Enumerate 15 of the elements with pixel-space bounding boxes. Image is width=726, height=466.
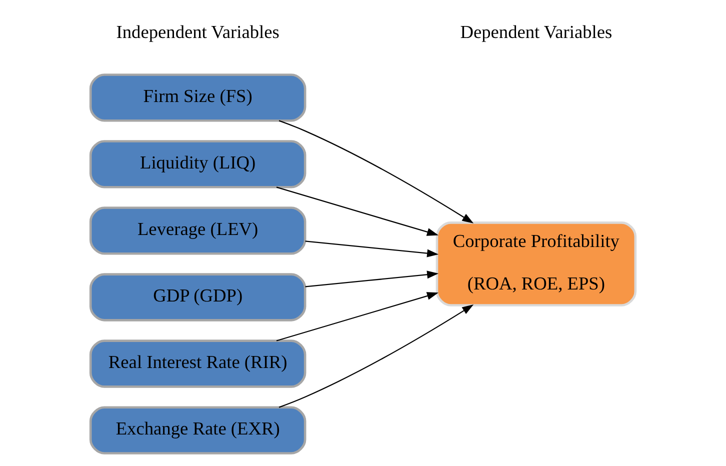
- node-box: Real Interest Rate (RIR): [89, 340, 306, 388]
- node-box: Leverage (LEV): [89, 206, 306, 255]
- arrow: [305, 240, 439, 258]
- node-box: Corporate Profitability (ROA, ROE, EPS): [436, 222, 637, 306]
- arrow: [278, 304, 474, 408]
- node-box: Firm Size (FS): [89, 74, 306, 122]
- node-box: Exchange Rate (EXR): [89, 406, 306, 454]
- node-box: GDP (GDP): [89, 273, 306, 322]
- arrow: [276, 292, 438, 342]
- arrow: [276, 186, 438, 236]
- label: Independent Variables: [116, 22, 280, 42]
- arrow: [278, 120, 474, 224]
- label: Dependent Variables: [460, 22, 612, 42]
- node-box: Liquidity (LIQ): [89, 140, 306, 188]
- arrow: [305, 270, 439, 288]
